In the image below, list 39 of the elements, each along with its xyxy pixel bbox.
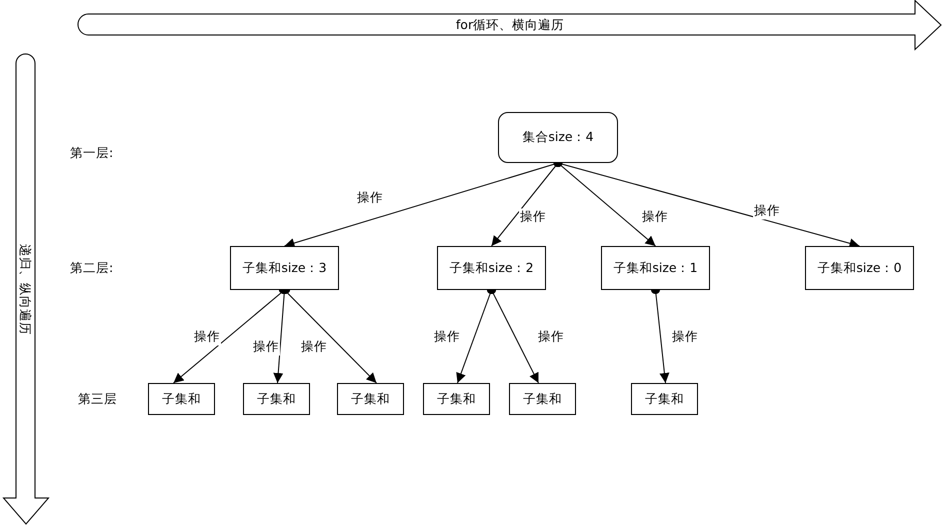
process-box	[631, 383, 698, 415]
node-text: 子集和	[645, 390, 684, 408]
edge-label: 操作	[300, 338, 328, 356]
process-box	[437, 246, 546, 290]
node-text: 子集和size：3	[242, 260, 327, 276]
process-box	[337, 383, 404, 415]
edge-label: 操作	[537, 328, 565, 346]
level-label: 第三层	[78, 391, 117, 408]
node-text: 递归、纵向遍历	[16, 244, 32, 334]
node-text: 子集和	[257, 390, 296, 408]
node-text: 子集和	[437, 390, 476, 408]
process-box	[148, 383, 215, 415]
arrow-shape	[78, 0, 942, 50]
edge-label: 操作	[356, 190, 384, 206]
process-box	[509, 383, 576, 415]
process-box	[601, 246, 710, 290]
level-label: 第一层:	[70, 145, 114, 162]
process-box	[805, 246, 914, 290]
process-box	[243, 383, 310, 415]
process-box	[230, 246, 339, 290]
rounded-box	[498, 112, 618, 163]
edge-label: 操作	[519, 208, 547, 226]
node-text: 子集和	[162, 390, 201, 408]
process-box	[423, 383, 490, 415]
edge-label: 操作	[641, 208, 669, 226]
edge-label: 操作	[753, 202, 781, 220]
node-text: 子集和size：2	[449, 260, 534, 276]
node-text: 子集和	[523, 390, 562, 408]
arrow-shape	[3, 53, 49, 525]
edge-label: 操作	[193, 328, 221, 346]
node-text: 集合size：4	[522, 129, 594, 146]
level-label: 第二层:	[70, 260, 114, 277]
edge-label: 操作	[252, 338, 280, 356]
node-text: 子集和	[351, 390, 390, 408]
node-text: for循环、横向遍历	[456, 16, 564, 34]
node-text: 子集和size：0	[817, 260, 902, 276]
node-text: 子集和size：1	[613, 260, 698, 276]
edge-label: 操作	[433, 328, 461, 346]
edge-label: 操作	[671, 328, 699, 346]
